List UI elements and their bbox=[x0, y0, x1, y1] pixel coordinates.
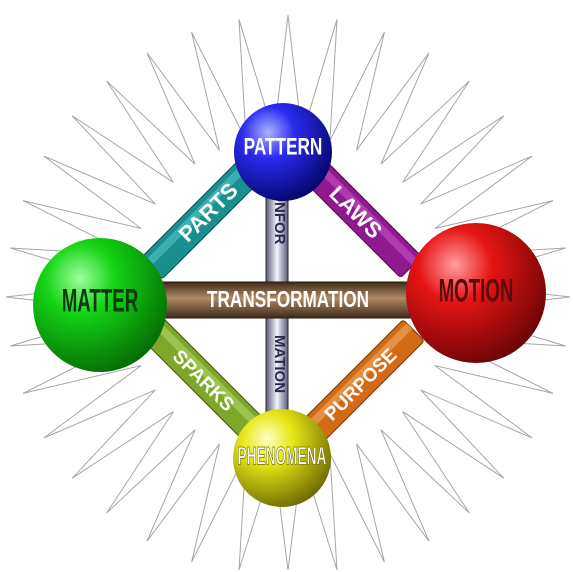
purpose-label: PURPOSE bbox=[321, 345, 402, 426]
sparks-rod: SPARKS bbox=[142, 318, 265, 441]
transformation-label: TRANSFORMATION bbox=[207, 288, 369, 313]
conformation-label-bottom: MATION bbox=[271, 335, 288, 393]
sparks-label: SPARKS bbox=[168, 346, 238, 416]
matter-node: MATTER bbox=[33, 238, 167, 372]
pattern-label: PATTERN bbox=[244, 134, 323, 160]
matter-label: MATTER bbox=[62, 282, 139, 319]
motion-label: MOTION bbox=[439, 272, 514, 309]
parts-label: PARTS bbox=[174, 178, 243, 247]
pattern-node: PATTERN bbox=[234, 103, 332, 201]
phenomena-label: PHENOMENA bbox=[238, 443, 327, 470]
phenomena-node: PHENOMENA bbox=[233, 409, 331, 507]
motion-node: MOTION bbox=[406, 223, 546, 363]
transformation-rod: TRANSFORMATION bbox=[160, 282, 412, 318]
